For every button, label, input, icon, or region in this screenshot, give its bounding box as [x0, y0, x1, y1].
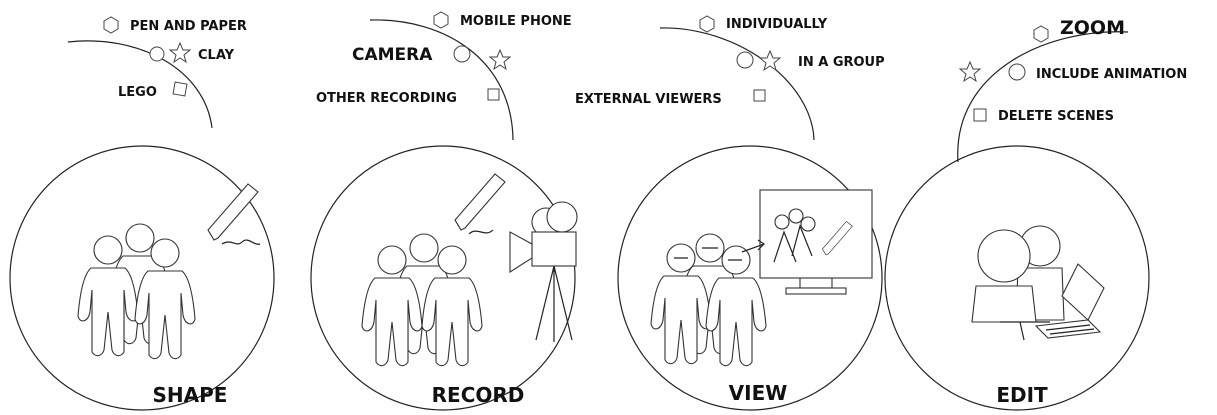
- square-icon: [973, 108, 987, 122]
- monitor-icon: [759, 189, 873, 295]
- option-label: INCLUDE ANIMATION: [1036, 67, 1187, 82]
- stage-title-edit: EDIT: [996, 383, 1048, 407]
- star-icon: [958, 60, 982, 83]
- circle-icon: [736, 51, 754, 69]
- hexagon-icon: [103, 16, 119, 34]
- option-label: LEGO: [118, 85, 157, 100]
- laptop-icon: [1034, 263, 1105, 339]
- option-label: ZOOM: [1060, 17, 1125, 39]
- star-icon: [168, 41, 192, 64]
- stage-title-shape: SHAPE: [153, 383, 228, 407]
- pencil-icon: [207, 183, 261, 245]
- record-illustration: [361, 173, 578, 367]
- option-label: IN A GROUP: [798, 55, 885, 70]
- star-icon: [758, 49, 782, 72]
- option-label: CAMERA: [352, 45, 433, 65]
- stage-circle-edit: [884, 145, 1150, 411]
- circle-icon: [1008, 63, 1026, 81]
- video-camera-icon: [509, 201, 578, 342]
- view-illustration: [650, 189, 873, 367]
- circle-icon: [453, 45, 471, 63]
- square-icon: [487, 88, 500, 101]
- hexagon-icon: [433, 11, 449, 29]
- shape-illustration: [77, 183, 261, 360]
- option-label: MOBILE PHONE: [460, 14, 572, 29]
- option-label: OTHER RECORDING: [316, 91, 457, 106]
- stage-circle-view: [617, 145, 883, 411]
- option-label: PEN AND PAPER: [130, 19, 247, 34]
- stage-title-record: RECORD: [432, 383, 525, 407]
- connector-arc-view: [659, 27, 815, 141]
- square-icon: [753, 89, 766, 102]
- connector-arc-shape: [67, 40, 213, 129]
- option-label: INDIVIDUALLY: [726, 17, 828, 32]
- circle-icon: [149, 46, 165, 62]
- stage-title-view: VIEW: [729, 381, 788, 405]
- stage-circle-record: [310, 145, 576, 411]
- hexagon-icon: [1033, 25, 1049, 43]
- edit-illustration: [971, 225, 1105, 341]
- pencil-icon: [454, 173, 506, 235]
- stage-circle-shape: [9, 145, 275, 411]
- option-label: EXTERNAL VIEWERS: [575, 92, 722, 107]
- star-icon: [488, 48, 512, 71]
- option-label: CLAY: [198, 48, 235, 63]
- hexagon-icon: [699, 15, 715, 33]
- option-label: DELETE SCENES: [998, 109, 1114, 124]
- connector-arc-edit: [957, 31, 1129, 163]
- square-icon: [172, 81, 188, 97]
- connector-arc-record: [369, 19, 514, 141]
